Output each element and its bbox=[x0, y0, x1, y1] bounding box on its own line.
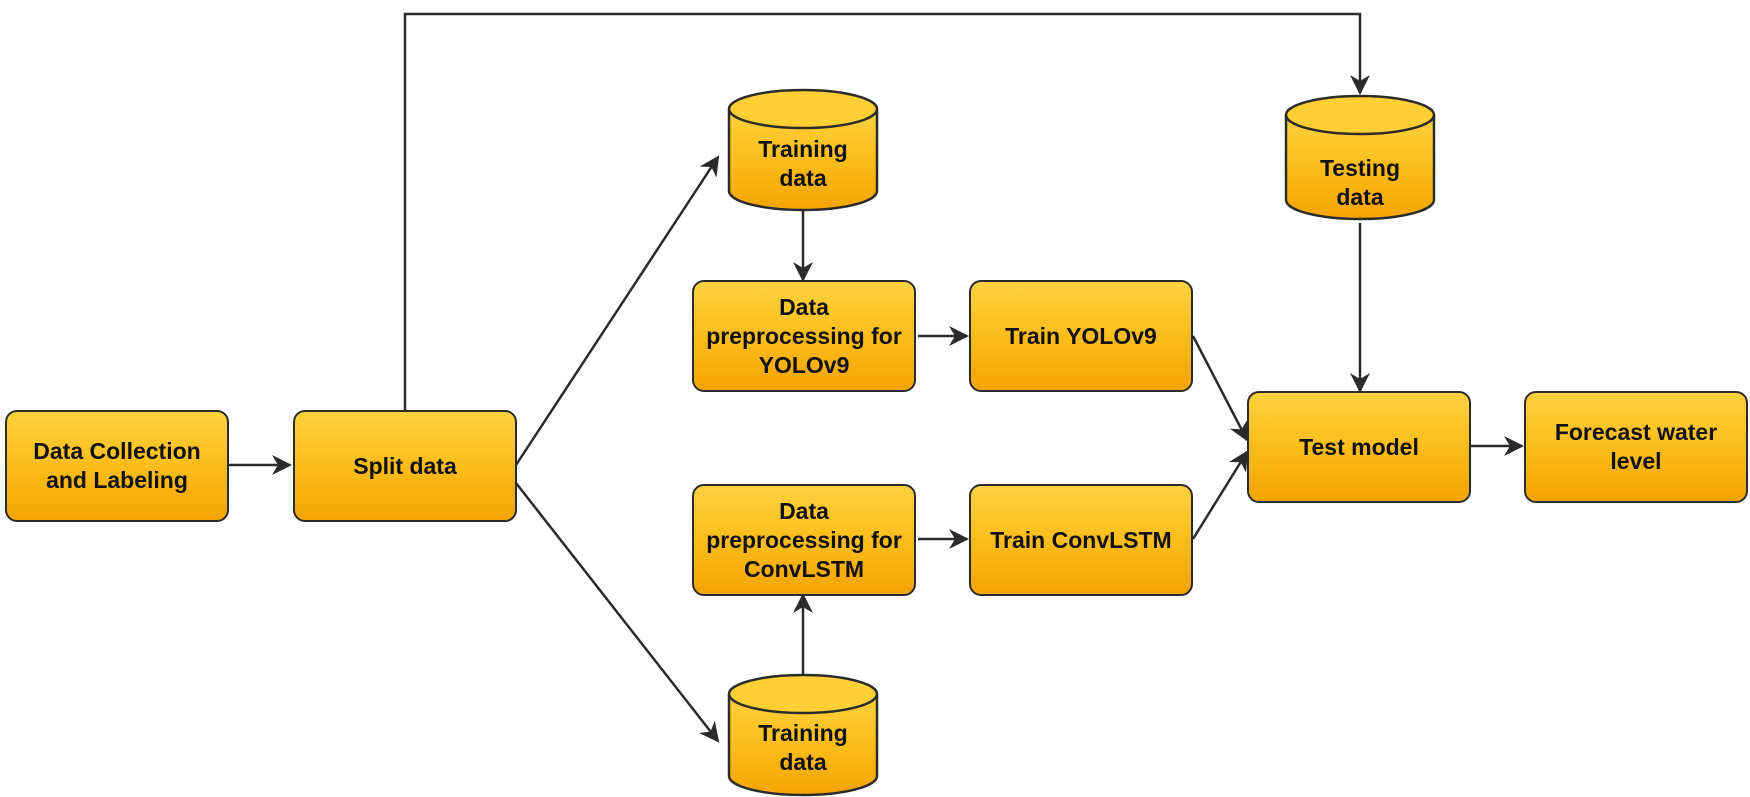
testing-data-label: Testing data bbox=[1319, 155, 1401, 210]
arrow-split-to-training-bottom bbox=[515, 482, 720, 743]
node-split-data: Split data bbox=[293, 410, 517, 522]
node-forecast: Forecast water level bbox=[1524, 391, 1748, 503]
arrow-train-convlstm-to-test bbox=[1191, 450, 1249, 540]
training-data-bottom-label: Training data bbox=[758, 720, 848, 775]
node-test-model: Test model bbox=[1247, 391, 1471, 503]
training-data-top-label: Training data bbox=[758, 136, 848, 191]
database-testing: Testing data bbox=[1284, 94, 1436, 222]
node-preprocess-convlstm: Data preprocessing for ConvLSTM bbox=[692, 484, 916, 596]
arrow-split-to-testing bbox=[403, 12, 1370, 411]
node-preprocess-yolo: Data preprocessing for YOLOv9 bbox=[692, 280, 916, 392]
node-data-collection: Data Collection and Labeling bbox=[5, 410, 229, 522]
cylinder-icon bbox=[727, 673, 879, 797]
arrow-split-to-training-top bbox=[514, 155, 720, 466]
node-train-yolo: Train YOLOv9 bbox=[969, 280, 1193, 392]
cylinder-icon bbox=[727, 88, 879, 212]
database-training-top: Training data bbox=[727, 88, 879, 212]
database-training-bottom: Training data bbox=[727, 673, 879, 797]
cylinder-icon bbox=[1284, 94, 1436, 221]
node-train-convlstm: Train ConvLSTM bbox=[969, 484, 1193, 596]
arrow-train-yolo-to-test bbox=[1191, 335, 1249, 442]
